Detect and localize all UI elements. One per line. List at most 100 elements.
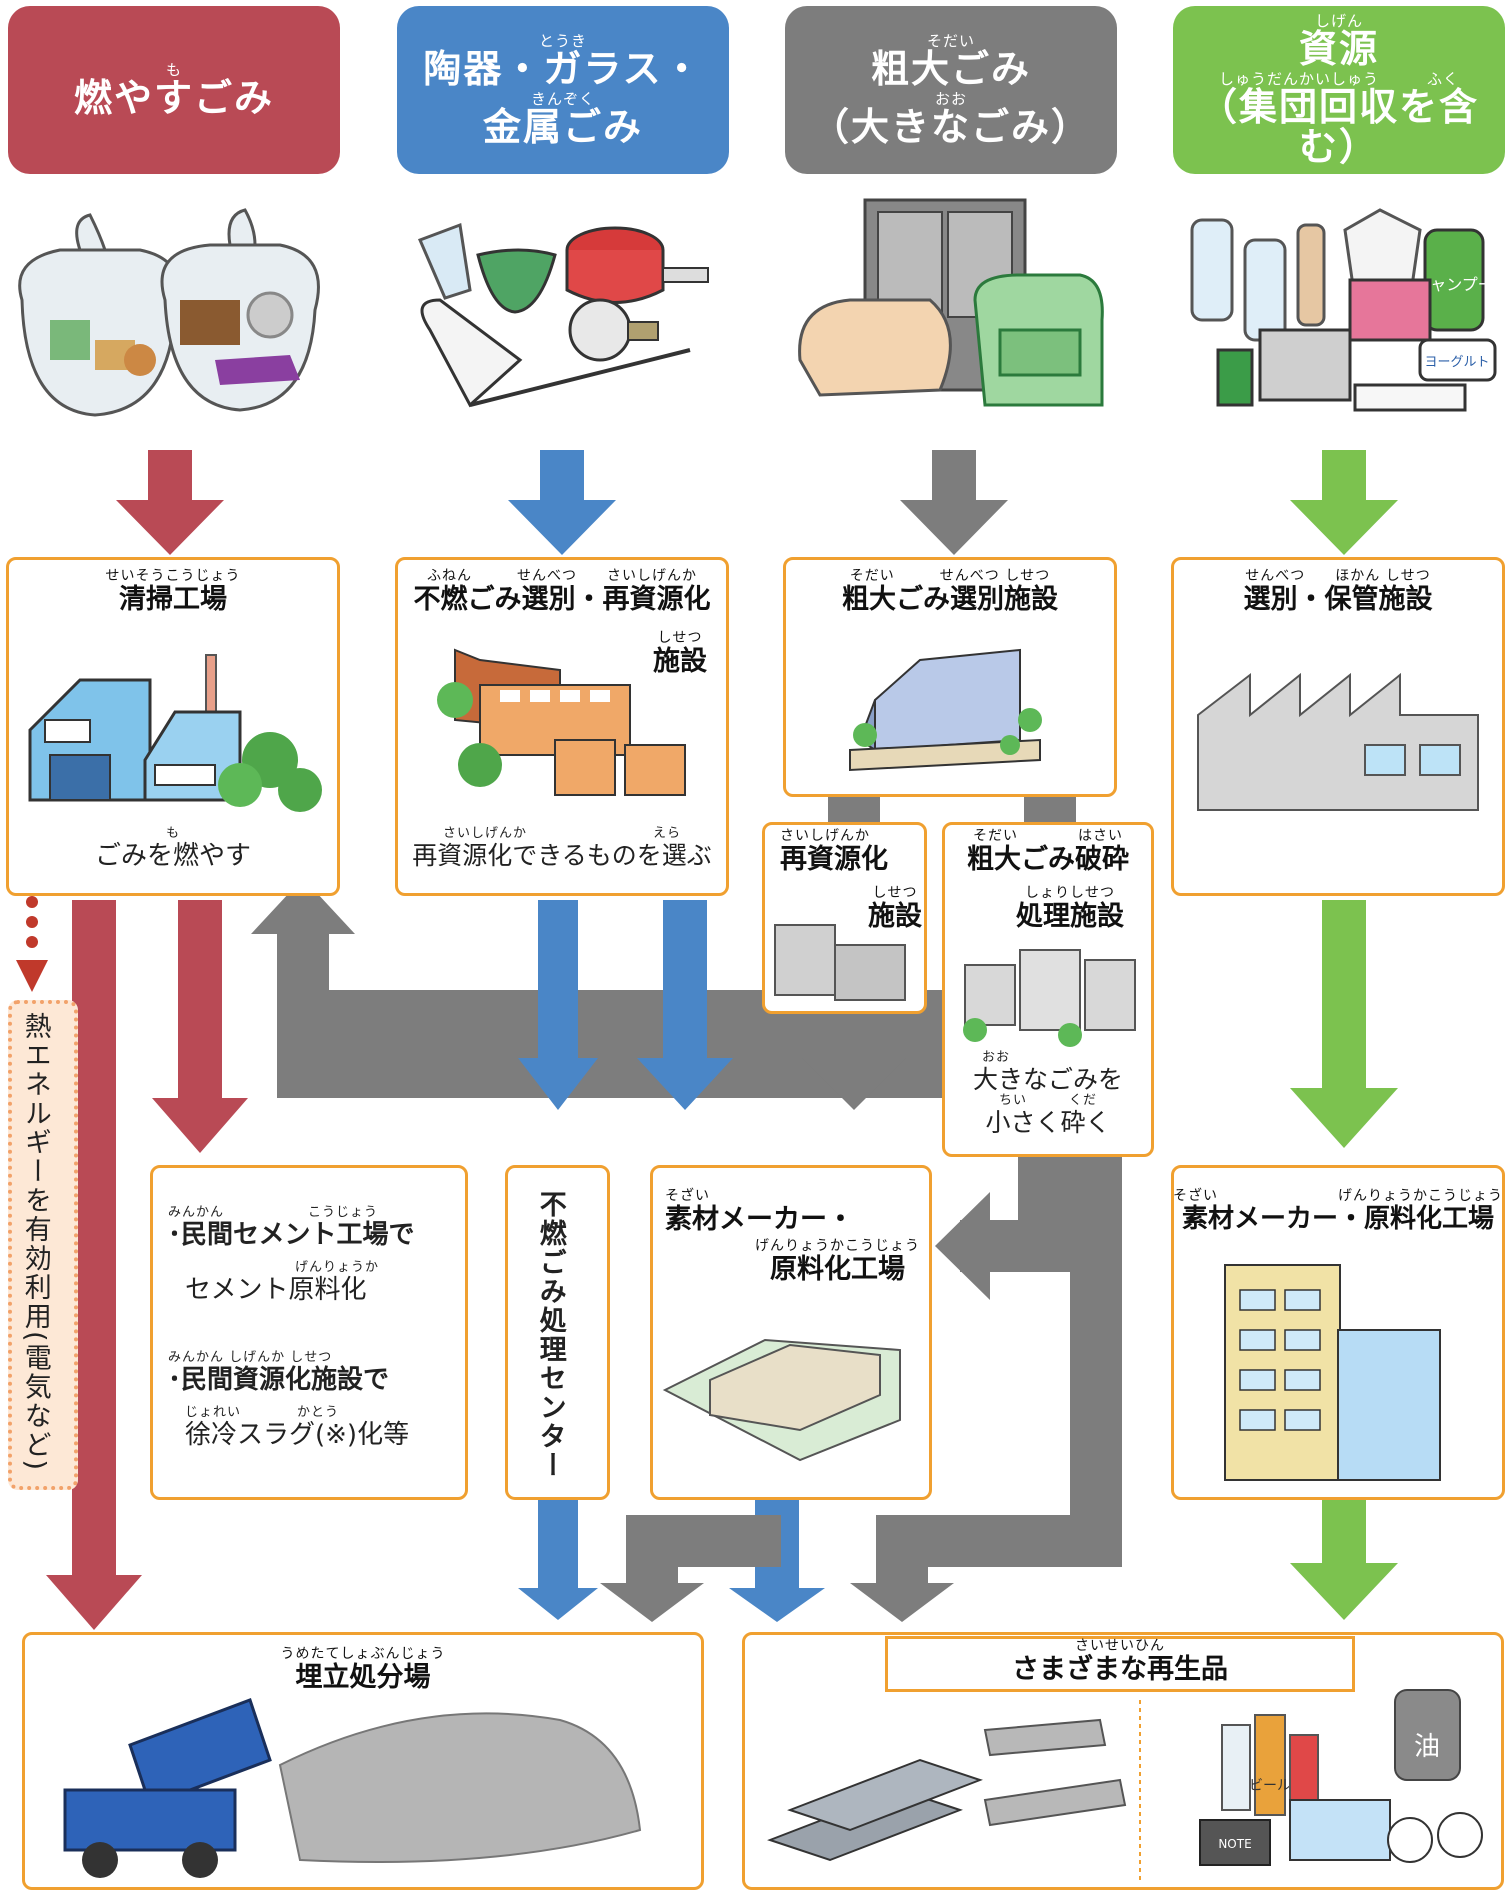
arrow-red-landfill	[46, 1575, 142, 1630]
title-text: 埋立処分場	[295, 1661, 431, 1693]
cement-text: 徐冷スラグ(※)化等	[185, 1419, 410, 1450]
ruby-text: うめたてしょぶんじょう	[280, 1646, 446, 1662]
facility-saishigen-title: さいしげんか 再資源化	[762, 828, 930, 874]
ruby-text: きんぞく	[530, 90, 595, 108]
warehouse-icon	[1197, 672, 1479, 811]
ruby-text: も	[165, 61, 182, 80]
arrow-gray-top	[900, 450, 1008, 555]
facility-hasai-title2: しょりしせつ 処理施設	[990, 885, 1150, 931]
title-text: 粗大ごみ破砕	[967, 843, 1129, 875]
ruby-text: しせつ	[657, 630, 703, 646]
ruby-text: せいそうこうじょう	[105, 568, 241, 584]
funen-center-label: 不燃ごみ処理センター	[534, 1190, 566, 1480]
facility-funen-title2: しせつ 施設	[640, 630, 720, 676]
beer-label: ビール	[1249, 1778, 1291, 1794]
category-oversized: そだい 粗大ごみ おお （大きなごみ）	[785, 6, 1117, 174]
category-ceramics-glass-metal: とうき 陶器・ガラス・ きんぞく 金属ごみ	[397, 6, 729, 174]
title-text: 処理施設	[1016, 900, 1124, 932]
yogurt-label: ヨーグルト	[1424, 355, 1489, 370]
desc-text: 再資源化できるものを選ぶ	[412, 840, 712, 870]
ruby-text: とうき	[538, 32, 587, 51]
category-label: 陶器・ガラス・	[423, 47, 703, 92]
facility-saishigen-title2: しせつ 施設	[860, 885, 930, 931]
cement-text: セメント原料化	[185, 1274, 367, 1305]
cement-line4: じょれい かとう 徐冷スラグ(※)化等	[185, 1405, 409, 1449]
title-text: 粗大ごみ選別施設	[842, 583, 1058, 615]
ruby-text: せんべつ ほかん しせつ	[1245, 568, 1431, 584]
title-text: 素材メーカー・原料化工場	[1181, 1203, 1494, 1234]
ruby-text: そざい	[665, 1188, 710, 1204]
factory-icon	[662, 1338, 901, 1462]
category-resources: しげん 資源 しゅうだんかいしゅう ふく （集団回収を含む）	[1173, 6, 1505, 174]
ruby-text: しょりしせつ	[1025, 885, 1115, 901]
arrow-red-top	[116, 450, 224, 555]
office-building-icon	[1224, 1264, 1441, 1481]
ruby-text: ふねん せんべつ さいしげんか	[427, 568, 697, 584]
cement-text: ･民間資源化施設で	[168, 1364, 390, 1395]
note-label: NOTE	[1218, 1837, 1251, 1851]
category-label: 粗大ごみ	[870, 47, 1031, 92]
ruby-text: げんりょうか	[295, 1260, 380, 1275]
title-text: 施設	[868, 900, 922, 932]
desc-text: ごみを燃やす	[94, 840, 251, 871]
crusher-building-icon	[963, 949, 1136, 1047]
ruby-text: そだい はさい	[973, 828, 1123, 844]
ruby-text: じょれい かとう	[185, 1405, 340, 1420]
recycling-building-icon	[774, 924, 906, 1001]
recyclables-icon: シャンプー ヨーグルト	[1190, 208, 1497, 412]
title-text: 不燃ごみ選別・再資源化	[413, 583, 711, 615]
cement-text: ･民間セメント工場で	[168, 1219, 415, 1250]
category-label: 資源	[1298, 27, 1379, 72]
landfill-title: うめたてしょぶんじょう 埋立処分場	[22, 1646, 704, 1692]
heat-energy-label: 熱エネルギーを有効利用(電気など)	[19, 1012, 51, 1473]
facility-hasai-title: そだい はさい 粗大ごみ破砕	[942, 828, 1154, 874]
cement-box	[150, 1165, 468, 1500]
category-label-2: （大きなごみ）	[810, 105, 1091, 149]
desc-text: 大きなごみを	[972, 1064, 1123, 1094]
facility-sodai-title: そだい せんべつ しせつ 粗大ごみ選別施設	[783, 568, 1117, 614]
title-text: 原料化工場	[770, 1253, 905, 1285]
shampoo-label: シャンプー	[1414, 275, 1494, 294]
title-text: さまざまな再生品	[1012, 1653, 1228, 1685]
bag-right	[160, 208, 320, 412]
ruby-text: さいしげんか	[780, 828, 870, 844]
category-label: 燃やすごみ	[73, 76, 274, 121]
ruby-text: さいせいひん	[1075, 1638, 1165, 1654]
cement-line2: げんりょうか セメント原料化	[185, 1260, 379, 1304]
arrow-green-top	[1290, 450, 1398, 555]
ruby-text: ちい くだ	[998, 1093, 1097, 1109]
funen-center-box	[505, 1165, 610, 1500]
ruby-text: げんりょうかこうじょう	[755, 1238, 920, 1254]
ruby-text: しゅうだんかいしゅう ふく	[1218, 70, 1459, 89]
ruby-text: おお	[982, 1050, 1011, 1065]
category-label-2: （集団回収を含む）	[1198, 85, 1479, 169]
incinerator-icon	[28, 654, 322, 812]
sorting-facility-icon	[437, 648, 686, 796]
facility-hasai-desc: おお 大きなごみを ちい くだ 小さく砕く	[942, 1050, 1154, 1136]
ruby-text: そだい	[926, 32, 975, 51]
arrow-blue-top	[508, 450, 616, 555]
furniture-icon	[798, 198, 1104, 407]
title-text: 選別・保管施設	[1243, 583, 1433, 615]
ruby-text: そざい げんりょうかこうじょう	[1173, 1188, 1503, 1204]
recycled-title: さいせいひん さまざまな再生品	[885, 1638, 1355, 1684]
facility-senbetsu-title: せんべつ ほかん しせつ 選別・保管施設	[1171, 568, 1505, 614]
title-text: 素材メーカー・	[665, 1203, 854, 1235]
ruby-text: しせつ	[872, 885, 918, 901]
recycled-title-frame	[885, 1636, 1355, 1692]
large-facility-icon	[849, 648, 1042, 772]
heat-energy-box	[8, 1000, 78, 1490]
cement-line1: みんかん こうじょう ･民間セメント工場で	[168, 1205, 414, 1249]
sozai-mid-title2: げんりょうかこうじょう 原料化工場	[755, 1238, 920, 1284]
title-text: 再資源化	[780, 843, 888, 875]
title-text: 清掃工場	[119, 583, 227, 615]
desc-text-2: 小さく砕く	[985, 1107, 1111, 1137]
broken-items-icon	[417, 222, 709, 408]
trash-bags-icon	[18, 208, 320, 417]
facility-funen-title: ふねん せんべつ さいしげんか 不燃ごみ選別・再資源化	[395, 568, 729, 614]
facility-seisou-desc: も ごみを燃やす	[6, 826, 340, 870]
